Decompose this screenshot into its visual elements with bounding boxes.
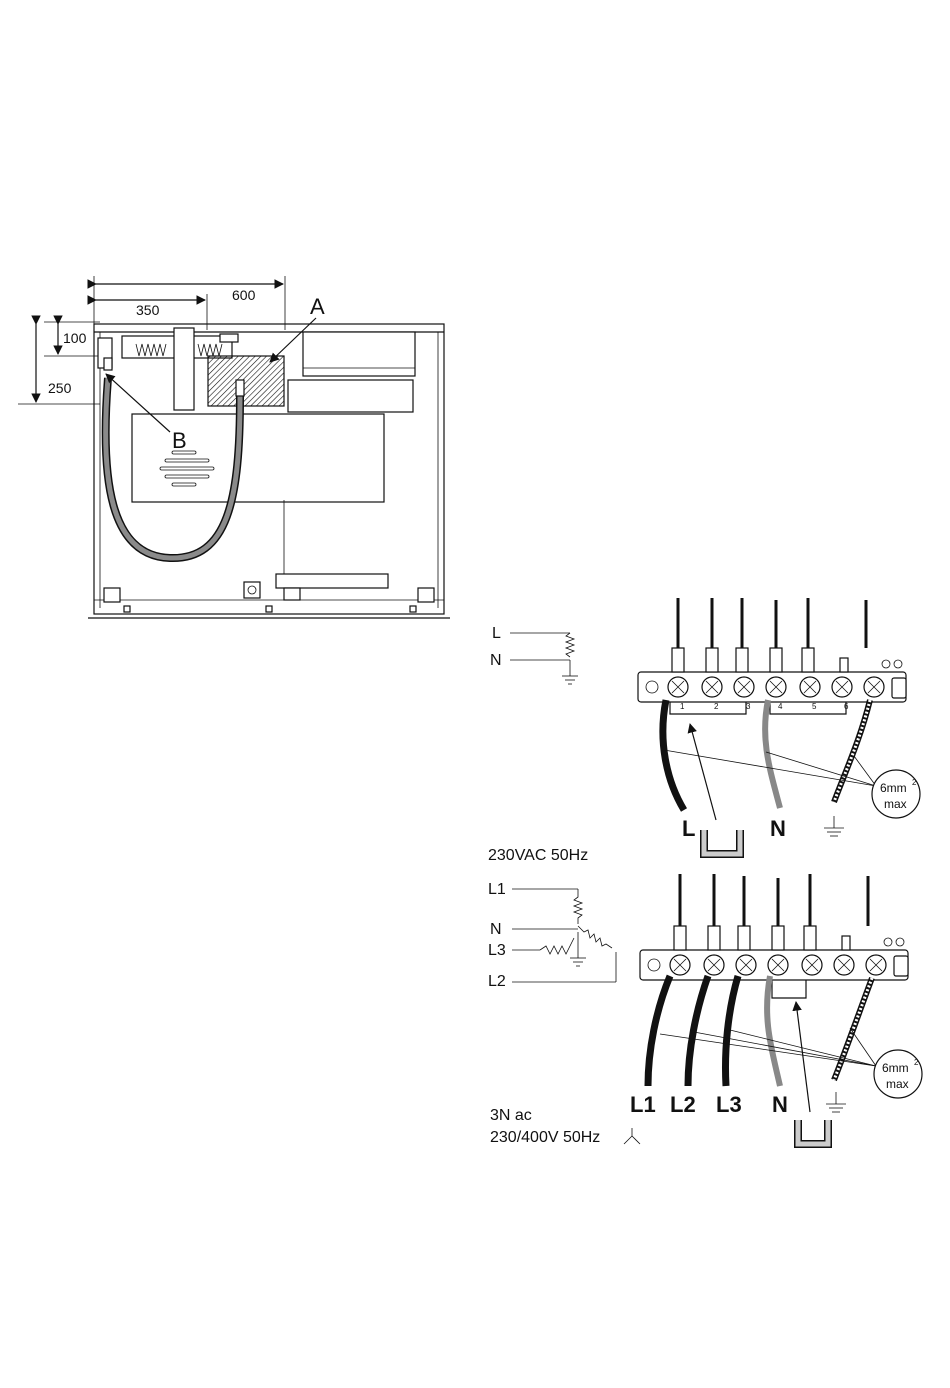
single-phase-cable-n: N: [770, 816, 786, 841]
bridge-link-icon: [796, 1002, 828, 1144]
single-phase-cable-spec: 6mm 2 max: [872, 770, 920, 818]
dimension-100: 100: [44, 322, 100, 356]
single-phase-top-wires: [672, 598, 866, 672]
terminal-number-3: 3: [746, 702, 751, 711]
terminal-number-1: 1: [680, 702, 685, 711]
three-phase-source-l1: L1: [488, 881, 506, 898]
three-phase-cable-l2: L2: [670, 1092, 696, 1117]
dimension-250-label: 250: [48, 380, 72, 396]
three-phase-spec-sup: 2: [914, 1058, 919, 1067]
dimension-600: 600: [94, 276, 285, 330]
three-phase-source-n: N: [490, 921, 502, 938]
single-phase-cable-l: L: [682, 816, 695, 841]
three-phase-supply-line2: 230/400V 50Hz: [490, 1129, 600, 1146]
three-phase-top-wires: [674, 874, 868, 950]
single-phase-wiring: L N: [488, 598, 920, 864]
star-connection-symbol: [624, 1128, 640, 1144]
ground-symbol: [570, 958, 586, 966]
three-phase-source-l2: L2: [488, 973, 506, 990]
dimension-250: 250: [18, 324, 100, 404]
dimension-100-label: 100: [63, 330, 87, 346]
dimension-600-label: 600: [232, 287, 256, 303]
single-phase-source-schematic: L N: [490, 625, 578, 684]
terminal-number-5: 5: [812, 702, 817, 711]
single-phase-source-n: N: [490, 652, 502, 669]
three-phase-spec-max: max: [886, 1077, 909, 1091]
three-phase-cables: [648, 976, 872, 1086]
appliance-body: [88, 324, 450, 618]
terminal-number-2: 2: [714, 702, 719, 711]
appliance-top-view: 600 350 100 250: [18, 276, 450, 618]
single-phase-supply-caption: 230VAC 50Hz: [488, 847, 588, 864]
single-phase-spec-sup: 2: [912, 778, 917, 787]
three-phase-cable-n: N: [772, 1092, 788, 1117]
single-phase-spec-max: max: [884, 797, 907, 811]
single-phase-source-l: L: [492, 625, 501, 642]
three-phase-source-l3: L3: [488, 942, 506, 959]
three-phase-supply-line1: 3N ac: [490, 1107, 532, 1124]
ground-symbol: [562, 676, 578, 684]
dimension-350-label: 350: [136, 302, 160, 318]
ground-symbol: [826, 1092, 846, 1112]
three-phase-source-schematic: L1 N L3 L2: [488, 881, 616, 990]
bridge-link-icon: [690, 724, 740, 854]
three-phase-spec-value: 6mm: [882, 1061, 909, 1075]
callout-a-label: A: [310, 294, 325, 319]
terminal-block-a: [208, 356, 284, 406]
ground-symbol: [824, 816, 844, 836]
three-phase-wiring: L1 N L3 L2: [488, 874, 922, 1146]
three-phase-cable-spec: 6mm 2 max: [874, 1050, 922, 1098]
single-phase-spec-value: 6mm: [880, 781, 907, 795]
three-phase-cable-l1: L1: [630, 1092, 656, 1117]
three-phase-cable-l3: L3: [716, 1092, 742, 1117]
callout-b-label: B: [172, 428, 187, 453]
terminal-number-4: 4: [778, 702, 783, 711]
